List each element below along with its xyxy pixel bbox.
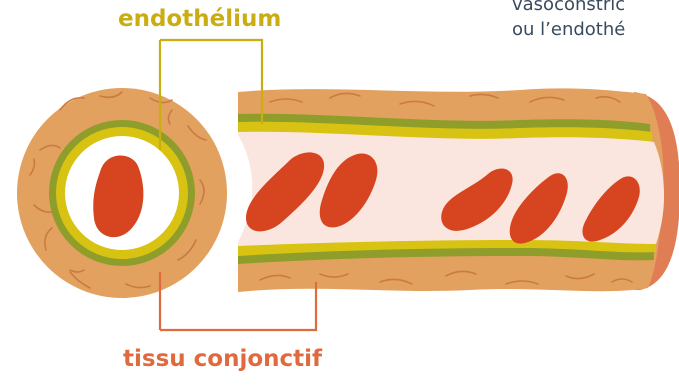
connective-tissue-label: tissu conjonctif <box>123 346 322 372</box>
endothelium-label: endothélium <box>118 6 281 32</box>
vessel-longitudinal-section <box>232 88 679 292</box>
vessel-cross-section <box>17 88 227 298</box>
